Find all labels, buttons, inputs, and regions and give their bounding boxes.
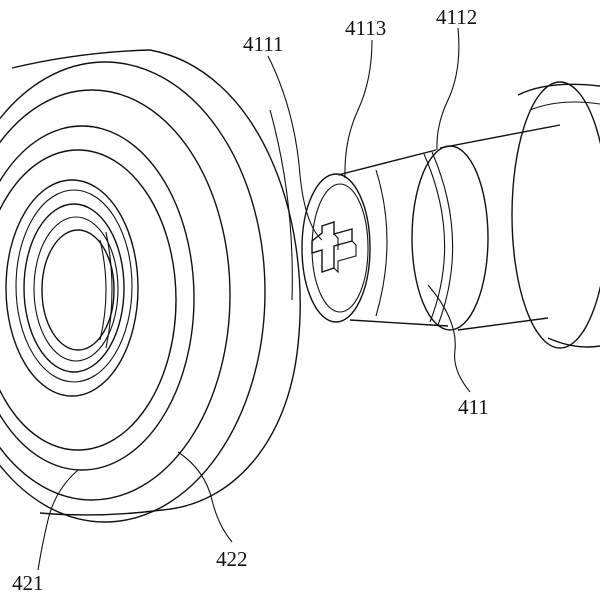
part-labels: 4111 4113 4112 411 421 422 xyxy=(12,5,489,595)
roller-bearing xyxy=(0,49,301,523)
shaft-flange-face xyxy=(511,81,600,349)
bore-shade-2 xyxy=(105,231,113,349)
groove-line-1 xyxy=(431,151,454,326)
large-cyl-left-face xyxy=(411,145,489,331)
leader-4112 xyxy=(436,27,460,151)
leader-421 xyxy=(37,469,79,571)
roller-top-edge xyxy=(11,49,151,69)
small-cyl-bottom xyxy=(349,319,449,327)
bearing-outer-race xyxy=(5,179,139,397)
cross-slot-depth xyxy=(333,233,357,274)
large-cyl-top xyxy=(439,124,561,149)
roller-back-edge xyxy=(149,49,301,511)
bearing-bore xyxy=(41,229,115,351)
flange-top-edge xyxy=(517,83,600,96)
leader-4113 xyxy=(344,39,373,179)
bearing-race-edge xyxy=(15,189,133,383)
shaft-end-face xyxy=(301,173,371,323)
leader-422 xyxy=(177,451,233,543)
groove-line-2 xyxy=(423,153,446,323)
small-cyl-top xyxy=(337,149,437,176)
cross-slot xyxy=(311,221,353,273)
shaft-end-chamfer xyxy=(311,183,369,313)
roller-face-ring-1 xyxy=(0,89,231,501)
bore-shade-1 xyxy=(99,239,107,341)
roller-bottom-edge xyxy=(39,509,163,516)
label-422: 422 xyxy=(216,547,248,571)
label-411: 411 xyxy=(458,395,489,419)
flange-bottom-edge xyxy=(547,337,600,348)
small-cyl-shade xyxy=(375,169,388,317)
bearing-bore-edge xyxy=(33,216,119,362)
bearing-inner-race xyxy=(23,203,125,373)
roller-shade-line xyxy=(269,109,293,301)
flange-ring-edge xyxy=(529,101,600,111)
leader-411 xyxy=(427,284,471,393)
leader-4111 xyxy=(267,55,323,241)
leader-lines xyxy=(37,27,471,571)
label-421: 421 xyxy=(12,571,44,595)
label-4112: 4112 xyxy=(436,5,477,29)
roller-face-ring-3 xyxy=(0,149,177,451)
label-4111: 4111 xyxy=(243,32,283,56)
label-4113: 4113 xyxy=(345,16,386,40)
shaft-assembly xyxy=(301,81,600,349)
large-cyl-bottom xyxy=(457,317,549,331)
roller-front-face xyxy=(0,61,266,523)
roller-face-ring-2 xyxy=(0,125,195,471)
